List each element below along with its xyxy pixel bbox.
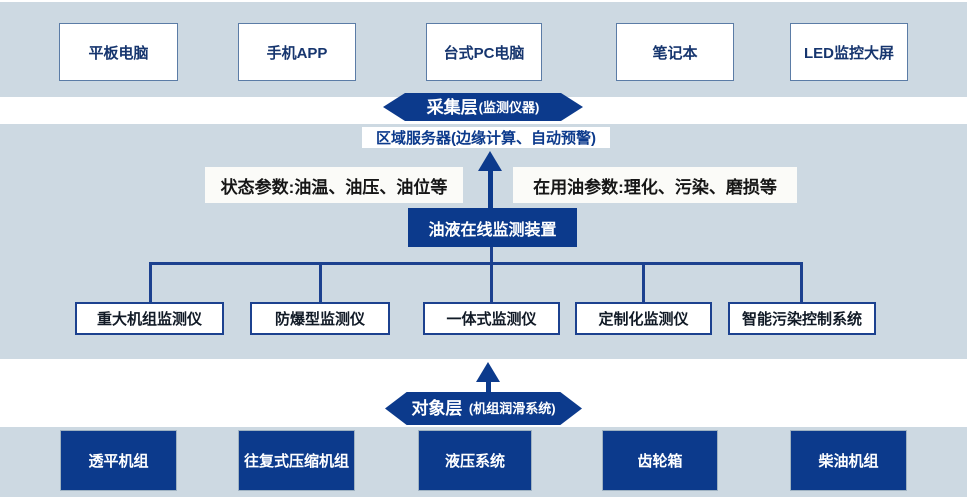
object-layer-subtitle: (机组润滑系统) <box>468 401 556 416</box>
status-params-label: 状态参数:油温、油压、油位等 <box>205 167 463 203</box>
device-box-led-screen: LED监控大屏 <box>790 23 908 81</box>
monitor-box-major-unit: 重大机组监测仪 <box>75 302 224 335</box>
up-arrow-shaft <box>488 169 493 208</box>
connector-drop-3 <box>490 262 493 302</box>
equipment-box-diesel: 柴油机组 <box>790 430 907 491</box>
connector-horizontal <box>149 262 803 265</box>
equipment-box-turbine: 透平机组 <box>60 430 177 491</box>
connector-drop-4 <box>642 262 645 302</box>
device-box-desktop-pc: 台式PC电脑 <box>426 23 542 81</box>
device-box-laptop: 笔记本 <box>616 23 734 81</box>
equipment-box-compressor: 往复式压缩机组 <box>238 430 355 491</box>
collection-layer-title: 采集层 <box>426 97 478 117</box>
collection-layer-subtitle: (监测仪器) <box>478 99 540 115</box>
equipment-box-gearbox: 齿轮箱 <box>602 430 718 491</box>
equipment-box-hydraulic: 液压系统 <box>418 430 532 491</box>
monitor-box-explosion-proof: 防爆型监测仪 <box>250 302 390 335</box>
monitor-box-integrated: 一体式监测仪 <box>423 302 560 335</box>
oil-params-label: 在用油参数:理化、污染、磨损等 <box>513 167 797 203</box>
up-arrow-icon <box>478 151 502 171</box>
object-layer-banner: 对象层 (机组润滑系统) <box>385 392 582 425</box>
connector-drop-2 <box>319 262 322 302</box>
collection-layer-banner: 采集层(监测仪器) <box>383 93 583 121</box>
regional-server-box: 区域服务器(边缘计算、自动预警) <box>362 127 610 148</box>
online-monitoring-device-box: 油液在线监测装置 <box>408 208 577 247</box>
connector-drop-5 <box>800 262 803 302</box>
monitor-box-customized: 定制化监测仪 <box>575 302 712 335</box>
up-arrow-shaft <box>486 380 491 392</box>
monitor-box-pollution-control: 智能污染控制系统 <box>728 302 876 335</box>
object-layer-title: 对象层 <box>411 399 463 418</box>
device-box-phone-app: 手机APP <box>238 23 356 81</box>
device-box-tablet: 平板电脑 <box>59 23 178 81</box>
up-arrow-icon <box>476 362 500 382</box>
connector-stem <box>490 247 493 264</box>
connector-drop-1 <box>149 262 152 302</box>
